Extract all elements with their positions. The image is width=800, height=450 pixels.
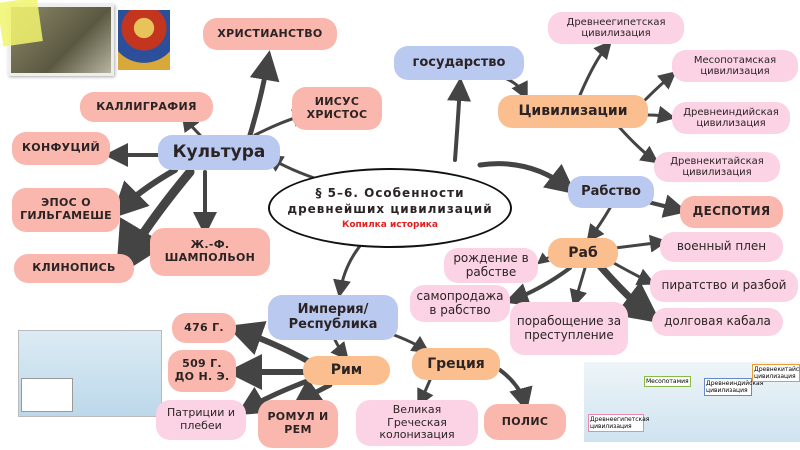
- ancient-civilizations-map: Древнеегипетская цивилизация Месопотамия…: [584, 362, 800, 442]
- node-great-colonization[interactable]: Великая Греческая колонизация: [356, 400, 478, 446]
- node-piracy[interactable]: пиратство и разбой: [650, 270, 798, 302]
- central-topic[interactable]: § 5–6. Особенности древнейших цивилизаци…: [268, 168, 512, 248]
- node-enslavement-crime[interactable]: порабощение за преступление: [510, 302, 628, 355]
- node-jesus-christ[interactable]: ИИСУС ХРИСТОС: [292, 87, 382, 130]
- node-476[interactable]: 476 Г.: [172, 313, 236, 343]
- node-culture[interactable]: Культура: [158, 135, 280, 170]
- node-cuneiform[interactable]: КЛИНОПИСЬ: [14, 254, 134, 283]
- node-mesopotamia-civ[interactable]: Месопотамская цивилизация: [672, 50, 798, 82]
- node-civilizations[interactable]: Цивилизации: [498, 95, 648, 128]
- node-patricians-plebeians[interactable]: Патриции и плебеи: [156, 400, 246, 440]
- central-title-line1: § 5–6. Особенности: [315, 185, 465, 200]
- node-champollion[interactable]: Ж.-Ф. ШАМПОЛЬОН: [150, 228, 270, 276]
- central-title-line2: древнейших цивилизаций: [287, 201, 493, 216]
- map-label-egypt: Древнеегипетская цивилизация: [588, 414, 650, 432]
- node-state[interactable]: государство: [394, 46, 524, 80]
- node-slavery[interactable]: Рабство: [568, 176, 654, 208]
- node-confucius[interactable]: КОНФУЦИЙ: [12, 132, 110, 165]
- node-slave[interactable]: Раб: [548, 238, 618, 268]
- node-christianity[interactable]: ХРИСТИАНСТВО: [203, 18, 337, 50]
- node-empire-republic[interactable]: Империя/ Республика: [268, 295, 398, 340]
- map-label-india: Древнеиндийская цивилизация: [704, 378, 764, 396]
- node-polis[interactable]: ПОЛИС: [484, 404, 566, 440]
- node-romulus-remus[interactable]: РОМУЛ И РЕМ: [258, 400, 338, 448]
- node-war-captivity[interactable]: военный плен: [660, 232, 783, 262]
- node-egypt-civ[interactable]: Древнеегипетская цивилизация: [548, 12, 684, 44]
- node-greece[interactable]: Греция: [412, 348, 500, 380]
- node-india-civ[interactable]: Древнеиндийская цивилизация: [672, 102, 790, 134]
- greek-colonization-map: [18, 330, 162, 417]
- node-calligraphy[interactable]: КАЛЛИГРАФИЯ: [80, 92, 213, 122]
- node-born-in-slavery[interactable]: рождение в рабстве: [444, 248, 538, 283]
- node-rome[interactable]: Рим: [303, 356, 390, 385]
- central-subtitle: Копилка историка: [342, 220, 438, 231]
- map-label-china: Древнекитайская цивилизация: [752, 364, 800, 382]
- node-gilgamesh[interactable]: ЭПОС О ГИЛЬГАМЕШЕ: [12, 188, 120, 232]
- node-509-bc[interactable]: 509 Г. ДО Н. Э.: [168, 350, 236, 392]
- node-despotism[interactable]: ДЕСПОТИЯ: [680, 196, 783, 228]
- sticky-note: [0, 0, 43, 47]
- christ-icon-image: [118, 10, 170, 70]
- map-label-mesopotamia: Месопотамия: [644, 376, 691, 387]
- node-china-civ[interactable]: Древнекитайская цивилизация: [654, 152, 780, 182]
- node-self-sale[interactable]: самопродажа в рабство: [410, 285, 510, 322]
- node-debt-bondage[interactable]: долговая кабала: [652, 308, 783, 336]
